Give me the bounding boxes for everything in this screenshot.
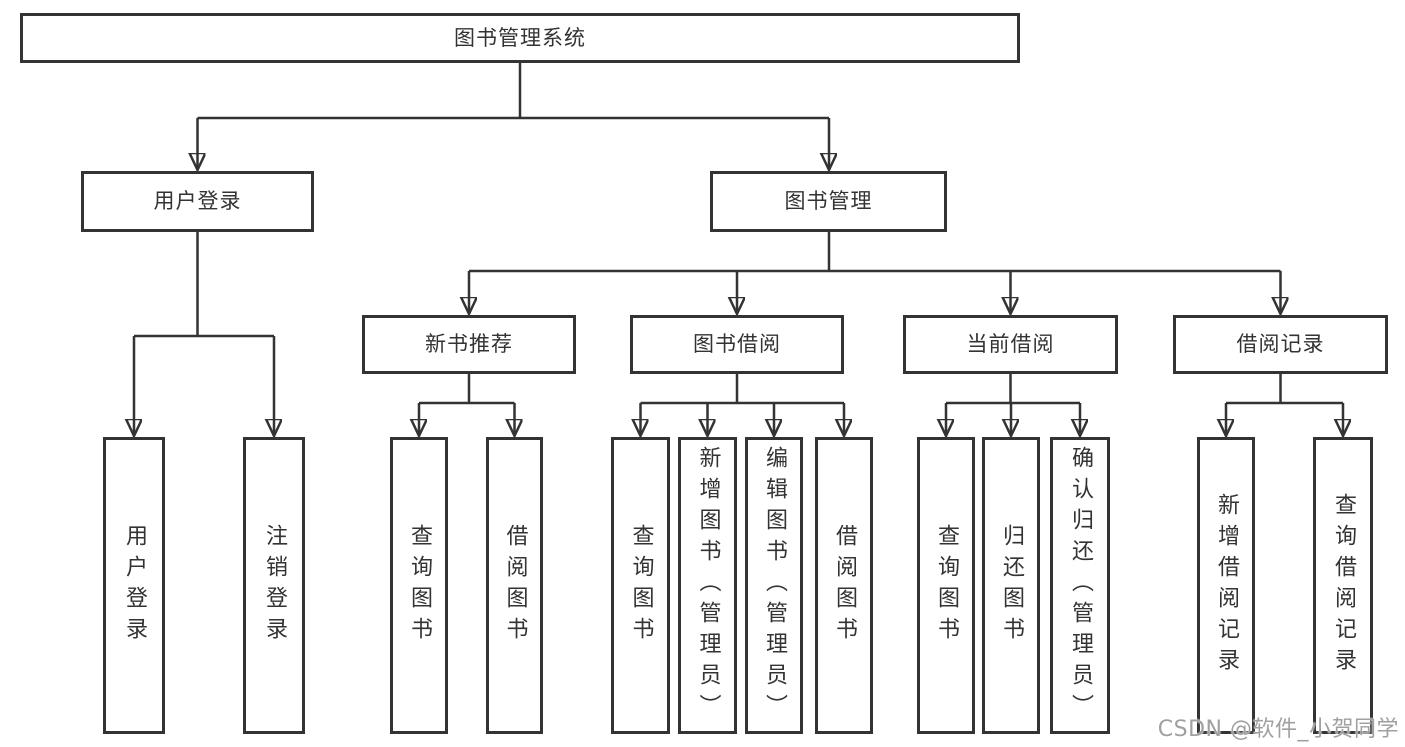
node-leaf-logout-label: 注销登录 (262, 523, 287, 648)
node-leaf-add-borrow-record: 新增借阅记录 (1197, 437, 1255, 734)
connector-book-management-children (469, 232, 1281, 313)
node-leaf-add-books-admin: 新增图书（管理员） (678, 437, 737, 734)
node-book-management-system-label: 图书管理系统 (454, 25, 586, 50)
node-leaf-add-borrow-record-label: 新增借阅记录 (1214, 492, 1239, 679)
connector-new-book-recommend-children (419, 374, 515, 435)
node-leaf-edit-books-admin-label: 编辑图书（管理员） (762, 446, 787, 725)
connector-user-login-children (134, 232, 274, 435)
connector-borrow-records-children (1226, 374, 1343, 435)
node-leaf-edit-books-admin: 编辑图书（管理员） (745, 437, 803, 734)
node-current-borrowing-label: 当前借阅 (966, 332, 1055, 356)
node-leaf-query-books-current-label: 查询图书 (934, 523, 959, 648)
node-leaf-query-books-borrow-label: 查询图书 (628, 523, 654, 648)
node-leaf-query-borrow-record-label: 查询借阅记录 (1331, 492, 1356, 679)
node-leaf-borrow-books: 借阅图书 (815, 437, 873, 734)
node-borrow-records-label: 借阅记录 (1236, 332, 1325, 356)
node-user-login-label: 用户登录 (153, 189, 242, 213)
node-borrow-records: 借阅记录 (1173, 315, 1388, 374)
node-user-login: 用户登录 (81, 171, 314, 232)
node-leaf-query-books-recommend: 查询图书 (390, 437, 448, 734)
node-new-book-recommend-label: 新书推荐 (425, 332, 513, 356)
node-leaf-return-books: 归还图书 (982, 437, 1040, 734)
connector-root-to-level2 (198, 63, 830, 169)
node-book-borrowing-label: 图书借阅 (693, 332, 781, 356)
connector-book-borrowing-children (641, 374, 845, 435)
connector-current-borrowing-children (946, 374, 1080, 435)
node-book-management-system: 图书管理系统 (20, 13, 1020, 63)
watermark: CSDN @软件_小贺同学 (1157, 717, 1399, 742)
node-leaf-logout: 注销登录 (243, 437, 305, 734)
node-current-borrowing: 当前借阅 (903, 315, 1118, 374)
node-leaf-query-borrow-record: 查询借阅记录 (1313, 437, 1373, 734)
node-leaf-user-login: 用户登录 (103, 437, 165, 734)
node-leaf-add-books-admin-label: 新增图书（管理员） (695, 446, 721, 725)
node-leaf-user-login-label: 用户登录 (122, 523, 147, 648)
node-leaf-borrow-books-recommend-label: 借阅图书 (502, 523, 528, 648)
node-leaf-return-books-label: 归还图书 (999, 523, 1024, 648)
node-leaf-confirm-return-admin: 确认归还（管理员） (1050, 437, 1110, 734)
node-leaf-query-books-borrow: 查询图书 (611, 437, 670, 734)
node-leaf-query-books-recommend-label: 查询图书 (407, 523, 432, 648)
node-book-borrowing: 图书借阅 (630, 315, 844, 374)
node-leaf-confirm-return-admin-label: 确认归还（管理员） (1068, 446, 1093, 725)
node-book-management-label: 图书管理 (784, 189, 873, 213)
node-book-management: 图书管理 (710, 171, 947, 232)
node-leaf-borrow-books-label: 借阅图书 (832, 523, 857, 648)
node-leaf-borrow-books-recommend: 借阅图书 (486, 437, 543, 734)
node-new-book-recommend: 新书推荐 (362, 315, 576, 374)
node-leaf-query-books-current: 查询图书 (917, 437, 975, 734)
